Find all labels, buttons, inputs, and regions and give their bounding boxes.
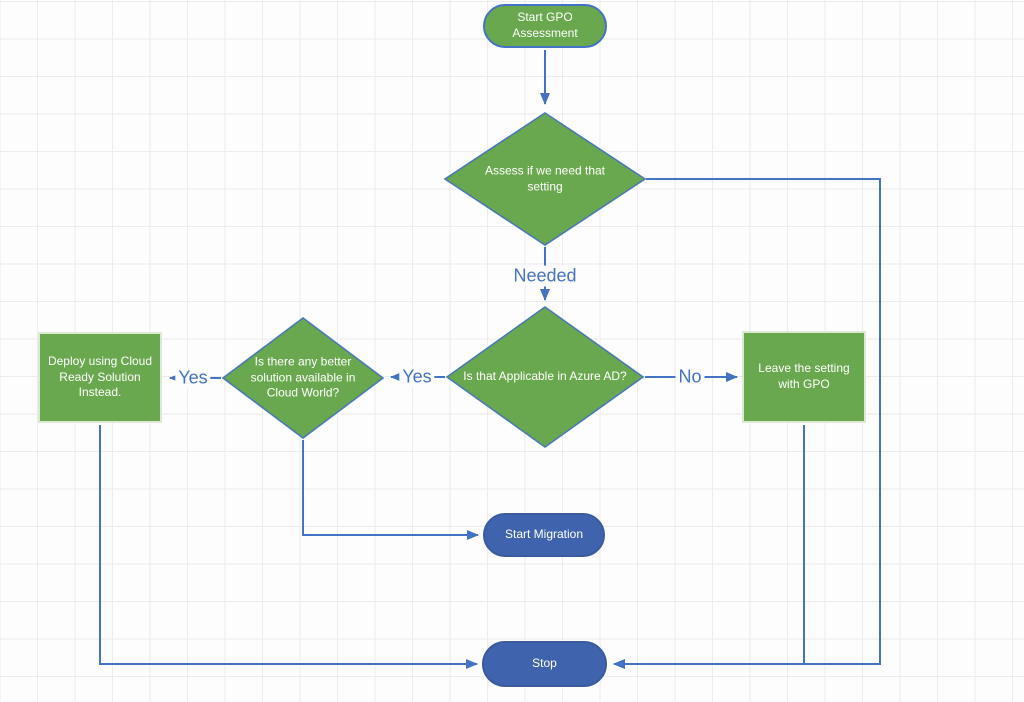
node-better-cloud-solution-label: Is there any better solution available i… [250, 354, 356, 400]
edge-label-no-to-leave-gpo[interactable]: No [675, 366, 705, 388]
node-stop-label: Stop [532, 656, 557, 671]
node-assess-if-needed-label: Assess if we need that setting [484, 163, 606, 193]
edge-label-needed[interactable]: Needed [510, 265, 580, 287]
node-assess-if-needed[interactable]: Assess if we need that setting [443, 111, 647, 247]
node-start-gpo-assessment-label: Start GPO Assessment [512, 10, 578, 40]
connector-better-to-migration[interactable] [302, 440, 479, 540]
node-leave-setting-with-gpo[interactable]: Leave the setting with GPO [742, 331, 866, 423]
node-deploy-cloud-solution[interactable]: Deploy using Cloud Ready Solution Instea… [38, 332, 162, 423]
node-start-gpo-assessment[interactable]: Start GPO Assessment [483, 4, 607, 48]
connector-leave-to-stop[interactable] [613, 425, 805, 669]
connector-deploy-to-stop[interactable] [99, 425, 478, 669]
node-applicable-in-azure-ad-label: Is that Applicable in Azure AD? [463, 369, 627, 384]
node-better-cloud-solution[interactable]: Is there any better solution available i… [221, 316, 385, 440]
edge-label-yes-to-better-solution[interactable]: Yes [399, 366, 435, 388]
node-start-migration-label: Start Migration [504, 527, 584, 542]
node-leave-setting-with-gpo-label: Leave the setting with GPO [758, 361, 850, 391]
node-start-migration[interactable]: Start Migration [483, 513, 605, 557]
node-stop[interactable]: Stop [482, 641, 607, 687]
node-deploy-cloud-solution-label: Deploy using Cloud Ready Solution Instea… [47, 354, 153, 400]
edge-label-yes-to-deploy[interactable]: Yes [175, 367, 211, 389]
node-applicable-in-azure-ad[interactable]: Is that Applicable in Azure AD? [445, 305, 645, 449]
